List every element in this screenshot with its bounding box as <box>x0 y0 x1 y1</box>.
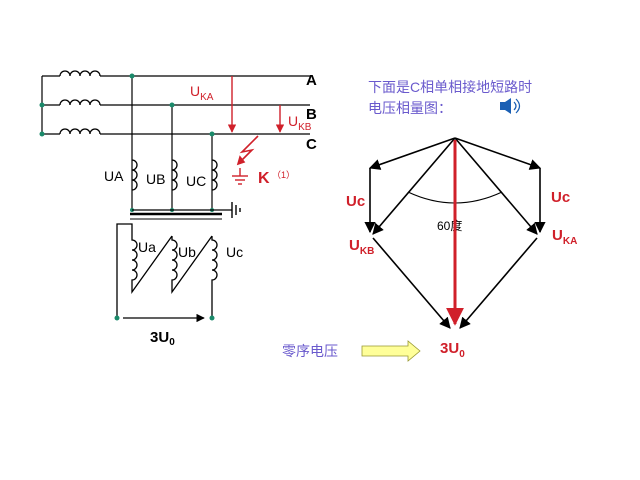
ukb-label: UKB <box>288 113 312 133</box>
phasor-uc-left-label: Uc <box>346 193 365 210</box>
secondary-ub-label: Ub <box>178 244 196 260</box>
phase-b-label: B <box>306 106 317 123</box>
fault-index-label: （1） <box>272 170 295 180</box>
phasor-heading-line2: 电压相量图： <box>368 100 452 116</box>
open-delta-secondary <box>116 223 218 318</box>
zero-seq-label: 零序电压 <box>282 343 338 359</box>
phasor-3u0-label: 3U0 <box>440 340 465 360</box>
phase-a-label: A <box>306 72 317 89</box>
fault-k-label: K <box>258 170 270 187</box>
fault-ground-icon <box>232 168 248 185</box>
source-coil-b <box>42 99 310 106</box>
phase-c-label: C <box>306 136 317 153</box>
three-phase-circuit: A B C UA UB UC <box>39 70 317 348</box>
phasor-heading-line1: 下面是C相单相接地短路时 <box>368 79 532 95</box>
yellow-arrow-icon <box>361 340 421 362</box>
secondary-uc-label: Uc <box>226 244 243 260</box>
output-3u0-label: 3U0 <box>150 329 175 348</box>
source-coil-c <box>42 128 310 135</box>
primary-ub-label: UB <box>146 171 165 187</box>
primary-ua-label: UA <box>104 168 124 184</box>
primary-uc-label: UC <box>186 173 206 189</box>
phasor-diagram: 下面是C相单相接地短路时 电压相量图： 60度 Uc Uc UKB <box>346 79 577 360</box>
phasor-uc-right-label: Uc <box>551 189 570 206</box>
fault-lightning-icon <box>236 135 259 166</box>
phasor-ukb-label: UKB <box>349 237 374 257</box>
speaker-icon[interactable] <box>500 98 521 114</box>
secondary-ua-label: Ua <box>138 239 156 255</box>
neutral-ground-icon <box>231 202 241 218</box>
zero-sequence-note: 零序电压 <box>282 340 421 362</box>
phasor-uka-label: UKA <box>552 227 577 247</box>
angle-60-label: 60度 <box>437 218 462 233</box>
source-coil-a <box>42 70 310 77</box>
uka-label: UKA <box>190 83 214 103</box>
